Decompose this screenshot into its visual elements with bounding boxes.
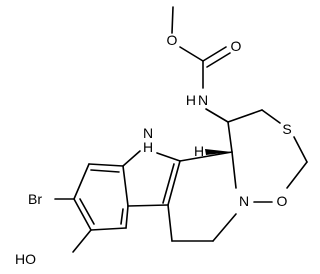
bond-c1-nh	[156, 152, 181, 162]
bond-c1-c3-inner	[162, 163, 175, 204]
bond-c4-c3a	[125, 205, 129, 229]
bond-c-ch2-top	[227, 109, 263, 123]
bond-n-ch	[231, 151, 237, 189]
thiaoxazepine-ring	[227, 109, 308, 203]
atom-h-indole: H	[143, 139, 153, 155]
atom-n-indole: N	[143, 125, 153, 141]
atom-oh: HO	[15, 251, 36, 267]
atom-h-stereo: H	[194, 143, 204, 159]
bond-c6-c5-inner	[79, 198, 95, 225]
bond-ch-c1	[179, 151, 233, 162]
bond-c7-c7-inner	[90, 169, 120, 173]
bond-c1-c3	[167, 160, 181, 206]
atom-n-ring: N	[239, 193, 249, 209]
bond-c4-c3a-inner	[120, 208, 124, 225]
bond-carbonyl-double-1	[202, 46, 227, 62]
bond-c6-c5	[73, 198, 92, 231]
pyrrole-ring	[122, 150, 181, 207]
bond-methyl-o	[171, 6, 174, 34]
atom-n-carbamate: N	[198, 92, 208, 108]
bond-c5-oh	[72, 229, 92, 253]
bond-ch2-c3	[167, 204, 173, 242]
atom-o-methoxy: O	[167, 32, 178, 48]
atom-br: Br	[28, 191, 42, 207]
bond-o-carbonyl-carbon	[179, 46, 204, 62]
benzene-ring	[54, 163, 129, 253]
bond-c5-c4	[90, 227, 127, 231]
bond-ch2-s	[261, 109, 281, 124]
bond-s-ch2	[293, 136, 308, 163]
atom-labels: O O N H S N H H N O Br HO	[15, 32, 292, 267]
bond-c7-c6	[73, 163, 90, 200]
bond-c3-c3a	[127, 204, 169, 207]
stereo-wedge	[205, 149, 232, 155]
carbamate-group	[171, 6, 231, 123]
bond-carbonyl-double-2	[206, 52, 231, 68]
piperidine-ring	[167, 151, 237, 242]
bond-ch-ch	[227, 121, 233, 153]
bond-nh-stereocenter	[205, 108, 229, 123]
bond-nh-c7a	[122, 150, 141, 167]
atom-o-carbonyl: O	[231, 38, 242, 54]
bond-c7a-c7	[88, 163, 124, 167]
atom-s-ring: S	[282, 121, 291, 137]
bond-c7a-c3a	[122, 165, 129, 207]
bond-ch2-o	[286, 161, 308, 189]
atom-o-ring: O	[277, 193, 288, 209]
atom-h-carbamate: H	[186, 92, 196, 108]
bond-n-ch2-lower	[212, 213, 237, 242]
